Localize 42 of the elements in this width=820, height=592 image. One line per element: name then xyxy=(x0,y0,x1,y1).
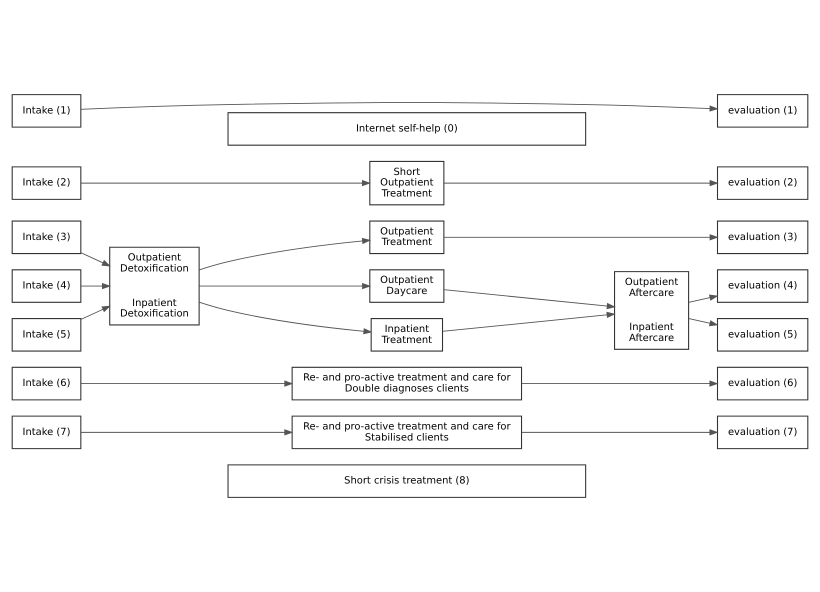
node-box: evaluation (1) xyxy=(716,94,808,128)
node-box: Intake (3) xyxy=(12,220,82,254)
node-box: Outpatient Daycare xyxy=(369,269,444,303)
arrow xyxy=(688,294,718,303)
node-box: Outpatient Detoxification Inpatient Detoxification xyxy=(109,246,200,326)
arrow xyxy=(80,102,719,112)
arrow xyxy=(80,429,294,436)
node-box: Intake (1) xyxy=(12,94,82,128)
node-box: Intake (7) xyxy=(12,416,82,450)
arrow xyxy=(444,234,719,240)
arrow xyxy=(80,180,371,186)
arrow xyxy=(80,380,294,387)
arrow xyxy=(444,180,719,186)
node-box: evaluation (4) xyxy=(716,269,808,303)
arrow xyxy=(80,252,111,266)
node-box: evaluation (7) xyxy=(716,416,808,450)
arrow xyxy=(80,306,111,320)
arrow xyxy=(198,238,372,270)
arrow xyxy=(521,380,719,387)
node-box: Inpatient Treatment xyxy=(370,318,444,352)
node-box: Outpatient Treatment xyxy=(369,220,444,254)
node-box: Short Outpatient Treatment xyxy=(369,160,444,206)
node-box: Short crisis treatment (8) xyxy=(227,464,586,498)
node-box: evaluation (6) xyxy=(716,366,808,400)
arrow xyxy=(521,429,719,436)
arrow xyxy=(444,289,616,310)
node-box: Intake (5) xyxy=(12,318,82,352)
node-box: Intake (2) xyxy=(12,166,82,200)
arrow xyxy=(80,282,112,290)
node-box: evaluation (3) xyxy=(716,220,808,254)
arrow xyxy=(442,312,616,332)
arrow xyxy=(688,318,718,326)
node-box: evaluation (5) xyxy=(716,318,808,352)
arrow xyxy=(198,282,372,290)
node-box: Re- and pro-active treatment and care for Double diagnoses clients xyxy=(292,366,522,400)
node-box: Intake (6) xyxy=(12,366,82,400)
node-box: evaluation (2) xyxy=(716,166,808,200)
node-box: Re- and pro-active treatment and care for Stabilised clients xyxy=(292,416,522,450)
node-box: Internet self-help (0) xyxy=(227,112,586,146)
node-box: Outpatient Aftercare Inpatient Aftercare xyxy=(614,271,690,350)
arrow xyxy=(198,302,373,334)
node-box: Intake (4) xyxy=(12,269,82,303)
